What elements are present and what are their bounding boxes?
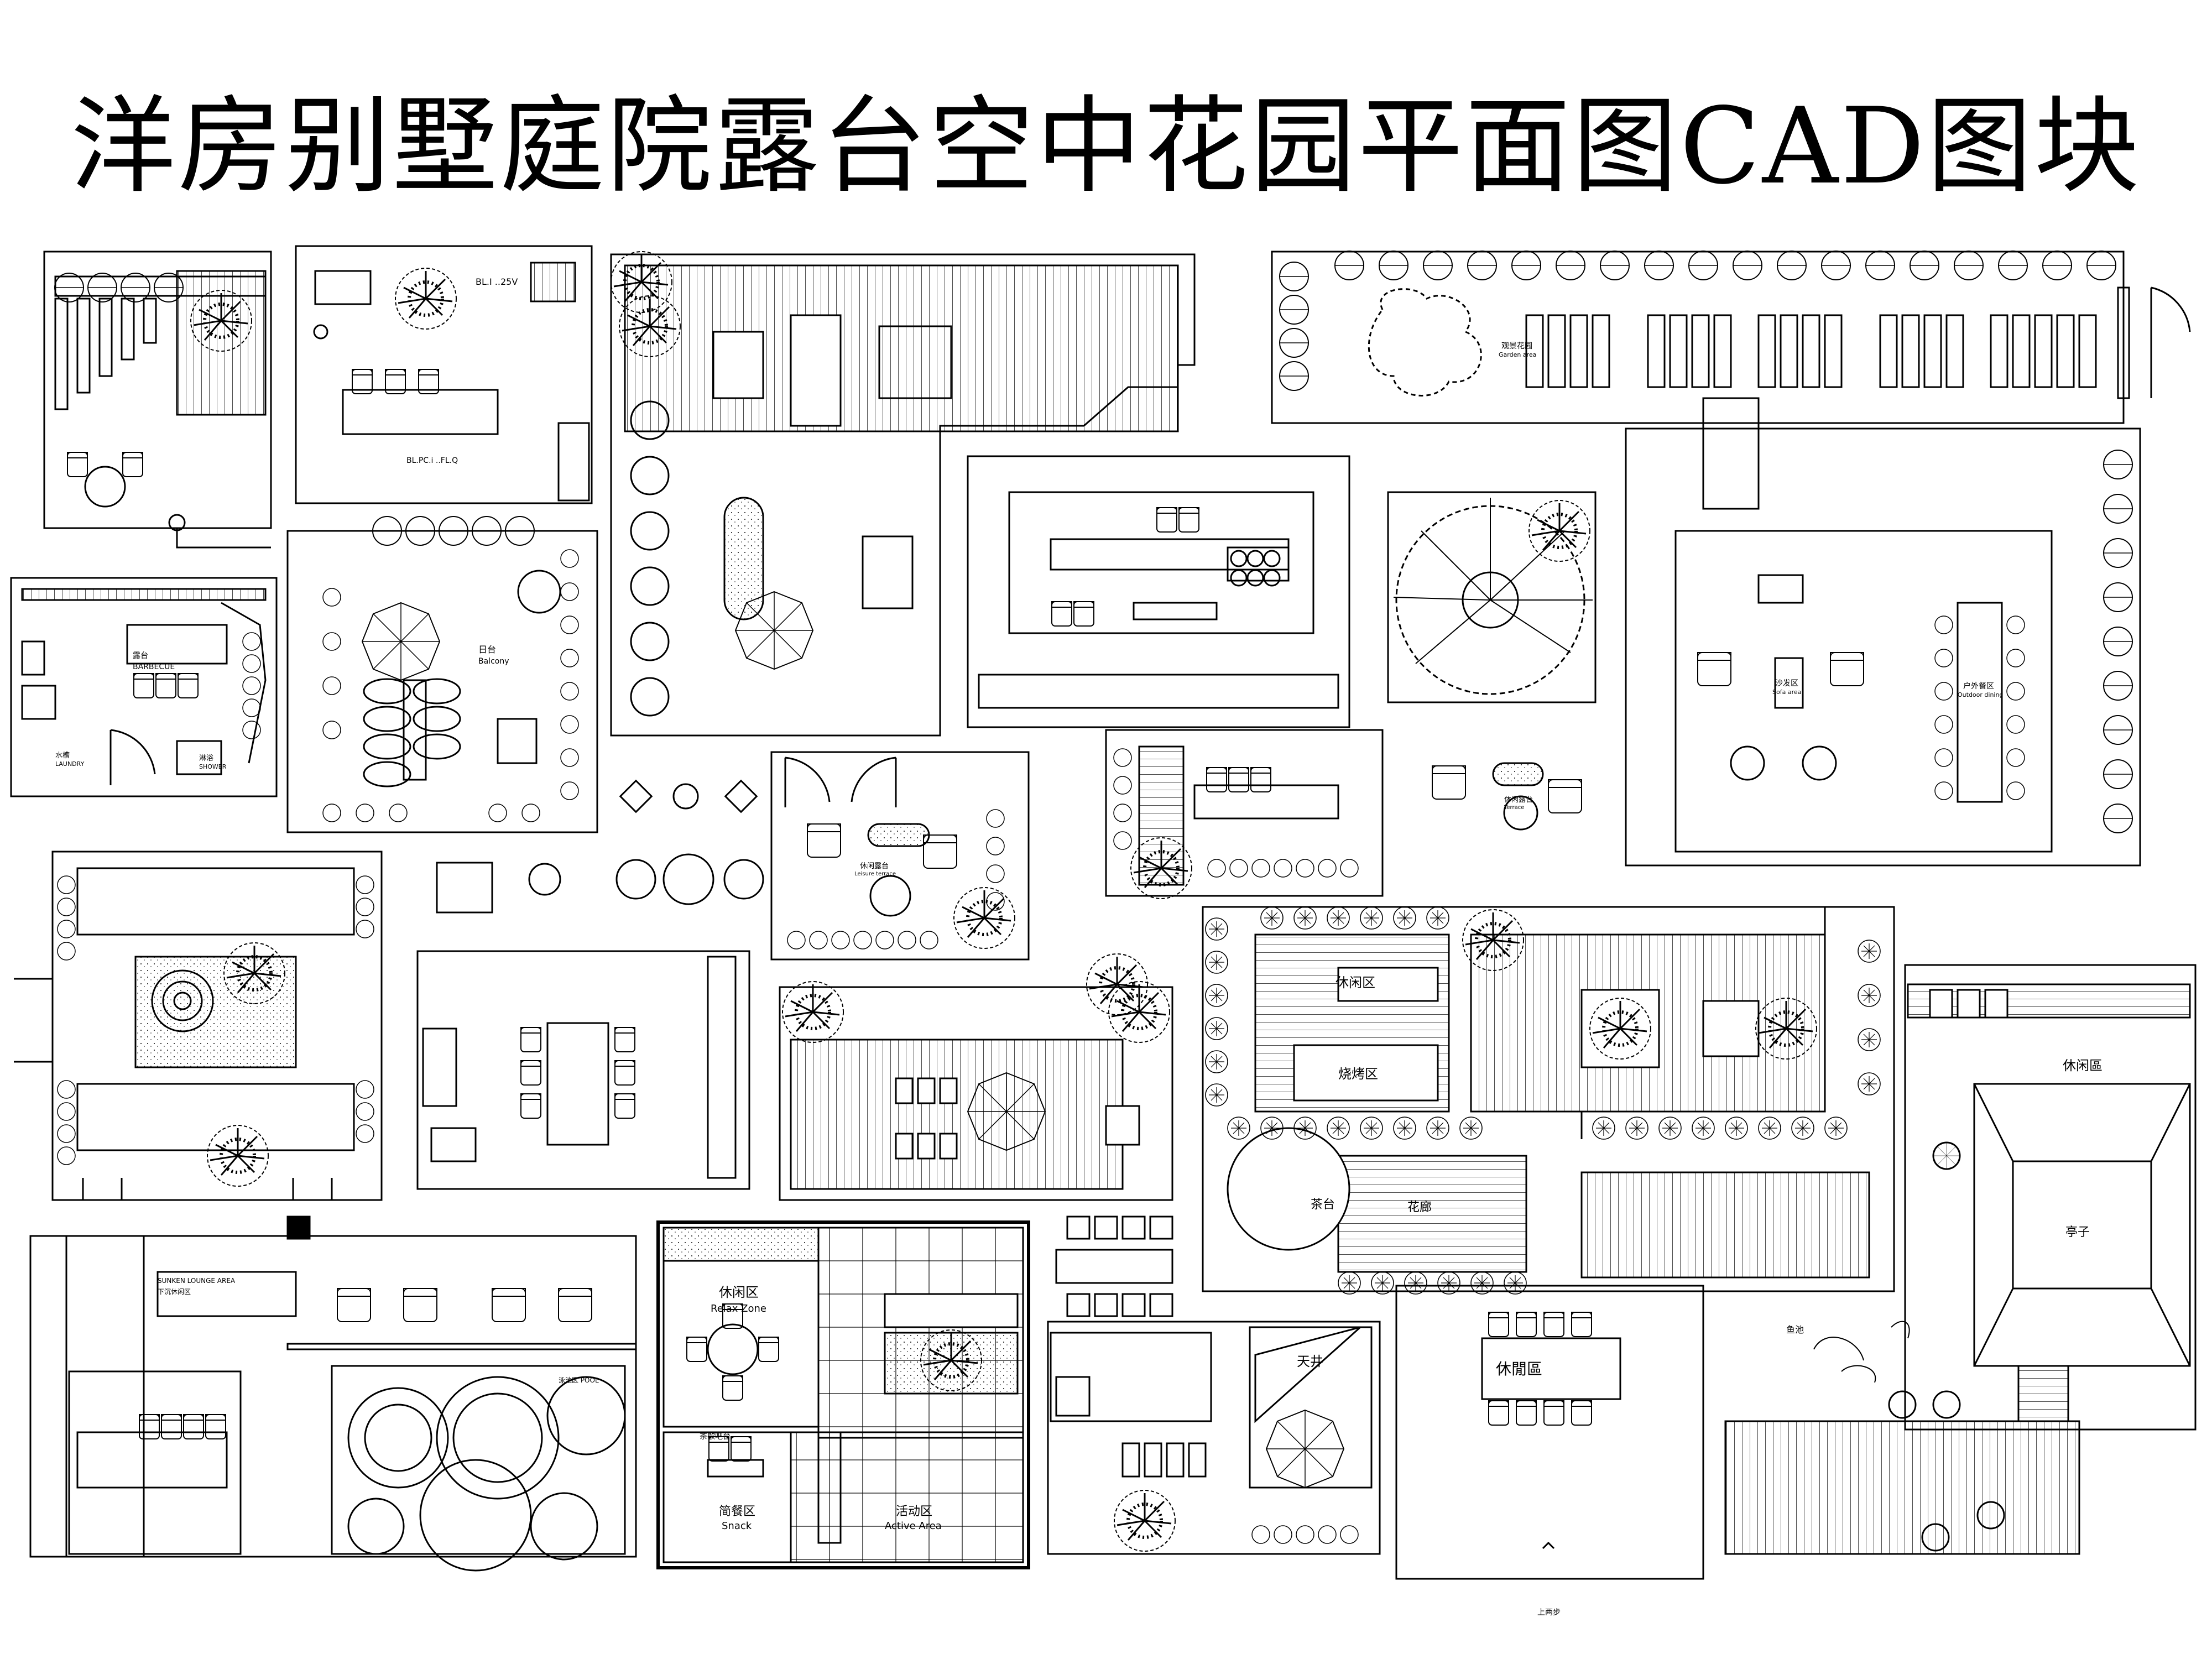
p18-step: 上两步 [1537,1608,1561,1617]
p12-bbq: 烧烤区 [1338,1066,1378,1082]
p16-snack-zone: 茶歇吧台 [700,1432,731,1441]
p15-sunken-sub: 下沉休闲区 [158,1288,191,1296]
plan-panel-18 [656,1220,1030,1569]
p13-pavilion: 亭子 [2065,1225,2090,1239]
plan-panel-7 [967,455,1350,728]
p16-active-en: Active Area [885,1520,942,1532]
p6-sofa-sub: Sofa area [1772,688,1801,696]
p9-leisure: 休闲露台 [860,862,889,870]
p3-spa-sub: SHOWER [199,763,227,770]
p6-plant: 观景花园 [1501,342,1532,351]
p3-kitchen-sub: LAUNDRY [55,760,85,768]
p16-relax: 休闲区 [719,1285,759,1300]
plan-panel-6 [1271,250,2191,867]
plan-panel-9 [770,751,1030,961]
p2-note: BL.I ..25V [476,276,518,287]
plan-panel-2 [295,245,593,504]
plan-panel-1 [43,251,272,549]
p10-terrace-sub: Terrace [1504,805,1524,811]
p12-flower: 花廊 [1407,1201,1432,1214]
p4-room: 日台 [478,644,496,655]
p3-spa: 淋浴 [199,754,213,763]
plan-panel-19 [1047,1321,1381,1555]
plan-panel-3 [10,577,278,797]
plan-panel-14 [779,954,1173,1317]
p12-leisure: 休闲区 [1335,975,1375,990]
p3-sub: 露台 [133,651,148,660]
p6-dining-sub: Outdoor dining [1958,691,2003,698]
plan-panel-20 [1395,1285,1704,1580]
p12-tea: 茶台 [1311,1198,1335,1212]
p3-room: BARBECUE [133,662,175,671]
p15-pool: 泳池区 POOL [559,1376,599,1384]
p16-snack-en: Snack [722,1520,752,1532]
p10-terrace: 休闲露台 [1504,796,1533,804]
plan-panel-11 [14,851,383,1201]
p15-sunken: SUNKEN LOUNGE AREA [158,1277,236,1285]
p9-leisure-sub: Leisure terrace [854,871,896,877]
plan-panel-8 [1387,491,1597,703]
plan-panel-12-furniture [436,779,764,914]
plan-panel-5 [611,252,1196,737]
p16-snack: 简餐区 [719,1505,755,1519]
p4-sub: Balcony [478,657,509,666]
p18-leisure: 休閒區 [1496,1360,1542,1378]
p6-plant-sub: Garden area [1499,351,1536,358]
p18-pond: 鱼池 [1786,1324,1804,1335]
p3-kitchen: 水槽 [55,752,70,760]
plan-panel-13 [416,950,750,1190]
p16-active: 活动区 [896,1505,932,1519]
plan-panel-4 [286,515,598,833]
p16-relax-en: Relax Zone [711,1303,766,1314]
plan-panel-15 [1202,906,1895,1295]
plan-panel-10 [1105,729,1583,899]
p6-sofa: 沙发区 [1775,679,1798,688]
sheet-title: 洋房别墅庭院露台空中花园平面图CAD图块 [70,85,2142,207]
plan-panel-16 [1724,964,2197,1555]
p13-leisure: 休闲區 [2063,1058,2103,1073]
p17-sky: 天井 [1297,1354,1323,1369]
plan-panel-17 [29,1215,637,1572]
p6-dining: 户外餐区 [1963,681,1994,691]
p2-room: BL.PC.i ..FL.Q [406,456,458,465]
